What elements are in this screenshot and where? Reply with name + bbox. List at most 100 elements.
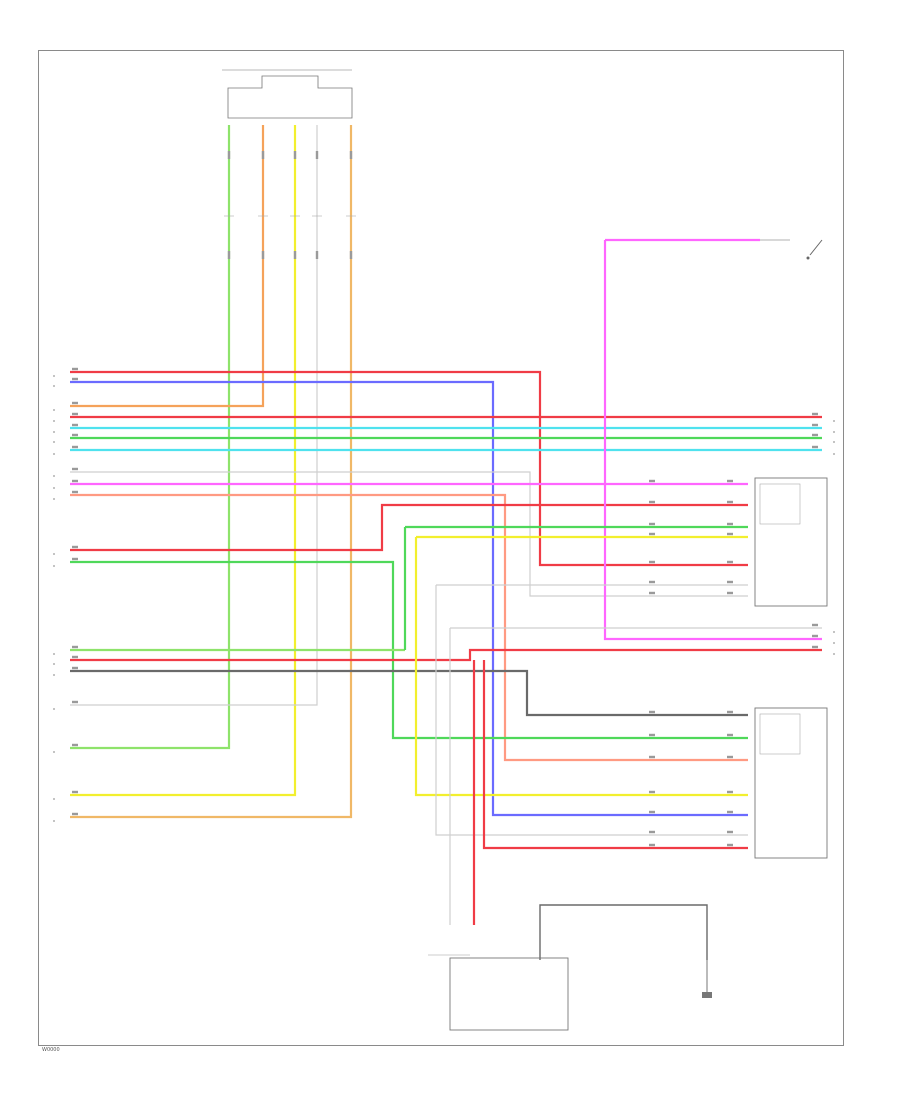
wire-label-mark (649, 500, 655, 504)
white-bus-wire (70, 471, 748, 597)
wire-label-mark (72, 743, 78, 747)
red-bus-wire (70, 370, 748, 567)
wire-label-mark (727, 733, 733, 737)
wire-label-mark (72, 812, 78, 816)
connector-pin-mark (293, 151, 297, 159)
wire-label-mark (649, 830, 655, 834)
red-lower-bus-wire (70, 503, 748, 552)
gray-bus-wire (70, 669, 748, 717)
lower-module-inner (759, 713, 801, 755)
wire-label-mark (727, 522, 733, 526)
wire-label-mark (727, 830, 733, 834)
left-pin-marker (53, 663, 55, 665)
wire-label-mark (649, 710, 655, 714)
left-pin-marker (53, 653, 55, 655)
wire-label-mark (649, 591, 655, 595)
wire-label-mark (72, 377, 78, 381)
left-pin-marker (53, 674, 55, 676)
wire-label-mark (727, 843, 733, 847)
red-mid-bus-wire (70, 648, 822, 662)
left-pin-marker (53, 409, 55, 411)
left-pin-marker (53, 431, 55, 433)
tan-drop-wire (70, 125, 353, 819)
wire-label-mark (812, 423, 818, 427)
wire-label-mark (727, 755, 733, 759)
wire-label-mark (72, 401, 78, 405)
diagram-frame (38, 50, 844, 1046)
green-drop-wire (70, 125, 231, 750)
white-drop-wire (70, 125, 318, 706)
upper-control-module (754, 477, 828, 607)
left-pin-marker (53, 420, 55, 422)
components (222, 69, 828, 1031)
wire-labels (53, 151, 835, 847)
wire-label-mark (727, 500, 733, 504)
yellow-upper-drop-wire (414, 537, 748, 797)
yellow-drop-wire (70, 125, 297, 797)
lower-control-module (754, 707, 828, 859)
left-pin-marker (53, 475, 55, 477)
connector-pin-mark (261, 251, 265, 259)
connector-pin-mark (315, 251, 319, 259)
wire-label-mark (649, 810, 655, 814)
wire-label-mark (727, 560, 733, 564)
wire-label-mark (812, 433, 818, 437)
left-pin-marker (53, 751, 55, 753)
ground-feed-wire (539, 904, 708, 960)
wire-label-mark (812, 412, 818, 416)
wire-label-mark (727, 591, 733, 595)
connector-pin-mark (315, 151, 319, 159)
wire-label-mark (812, 445, 818, 449)
wire-label-mark (72, 412, 78, 416)
right-pin-marker (833, 642, 835, 644)
wire-label-mark (72, 655, 78, 659)
left-pin-marker (53, 441, 55, 443)
wire-label-mark (727, 790, 733, 794)
bottom-control-unit (449, 957, 569, 1031)
wire-label-mark (649, 755, 655, 759)
upper-module-inner (759, 483, 801, 525)
connector-pin-mark (261, 151, 265, 159)
wire-label-mark (72, 790, 78, 794)
left-pin-marker (53, 798, 55, 800)
switch-pivot (806, 256, 810, 260)
ground-connector (702, 992, 712, 998)
top-connector-block (227, 75, 353, 119)
right-pin-marker (833, 431, 835, 433)
wire-label-mark (72, 433, 78, 437)
wire-label-mark (812, 645, 818, 649)
right-pin-marker (833, 441, 835, 443)
wire-label-mark (72, 467, 78, 471)
blue-bus-wire (70, 380, 748, 817)
switch-contact (809, 239, 823, 256)
wire-label-mark (727, 710, 733, 714)
wire-label-mark (649, 790, 655, 794)
wire-label-mark (812, 634, 818, 638)
wire-label-mark (72, 645, 78, 649)
wire-label-mark (72, 445, 78, 449)
wire-label-mark (812, 623, 818, 627)
left-pin-marker (53, 385, 55, 387)
wire-label-mark (72, 557, 78, 561)
right-pin-marker (833, 653, 835, 655)
wire-label-mark (727, 580, 733, 584)
right-pin-marker (833, 453, 835, 455)
wire-label-mark (72, 423, 78, 427)
wire-label-mark (649, 843, 655, 847)
connector-pin-mark (227, 151, 231, 159)
wire-label-mark (649, 560, 655, 564)
left-pin-marker (53, 708, 55, 710)
red-lower-drop-wire (482, 660, 748, 850)
pink-switch-wire (603, 240, 822, 641)
left-pin-marker (53, 498, 55, 500)
wire-label-mark (72, 367, 78, 371)
wire-label-mark (649, 580, 655, 584)
wire-label-mark (727, 810, 733, 814)
orange-drop-wire (70, 125, 265, 408)
connector-pin-mark (349, 151, 353, 159)
right-pin-marker (833, 631, 835, 633)
connector-pin-mark (227, 251, 231, 259)
wire-label-mark (72, 479, 78, 483)
wire-label-mark (649, 733, 655, 737)
